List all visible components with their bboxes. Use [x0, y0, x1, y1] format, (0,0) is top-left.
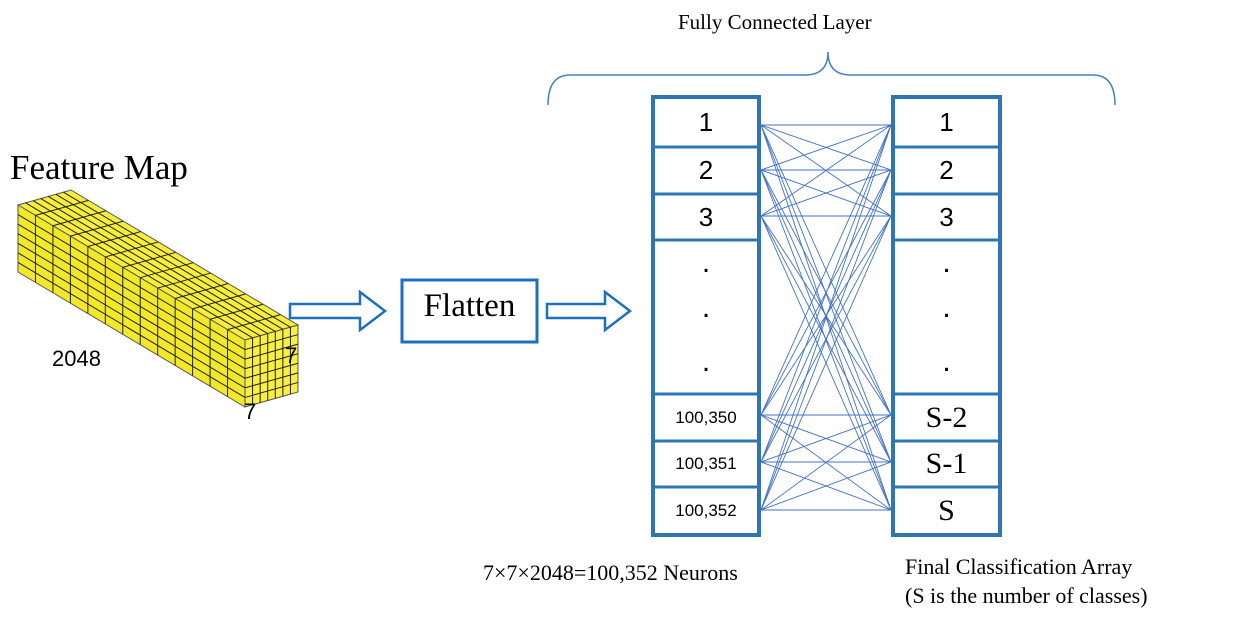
connection-line — [760, 169, 892, 511]
cube-grid-line — [40, 198, 268, 335]
input-cell-9: 100,352 — [675, 501, 737, 520]
input-cell-4: . — [701, 245, 711, 279]
cube-grid-line — [17, 223, 246, 360]
cube-grid-line — [35, 199, 89, 216]
flatten-label: Flatten — [423, 288, 516, 324]
cube-grid-line — [157, 272, 211, 289]
input-layer — [651, 95, 761, 537]
input-cell-6: . — [701, 345, 711, 378]
input-layer-caption: 7×7×2048=100,352 Neurons — [483, 560, 738, 585]
output-cell-5: . — [942, 290, 951, 324]
cube-grid-line — [55, 193, 284, 330]
cube-grid — [17, 191, 299, 405]
cube-grid-line — [244, 334, 299, 351]
connections — [760, 124, 892, 511]
input-cell-5: . — [701, 290, 711, 324]
output-cell-7: S-2 — [925, 400, 968, 434]
height-label: 7 — [285, 343, 298, 368]
cube-grid-line — [227, 314, 281, 331]
connection-line — [760, 124, 892, 416]
cube-grid-line — [63, 191, 291, 328]
cube-grid-line — [192, 293, 246, 310]
connection-line — [760, 124, 892, 463]
connection-line — [760, 124, 892, 217]
arrow-to-input-layer — [545, 289, 633, 333]
layer-brace — [547, 51, 1116, 106]
arrow-to-flatten — [288, 289, 388, 333]
cube-grid-line — [244, 353, 299, 370]
feature-map-label: Feature Map — [10, 148, 188, 187]
depth-label: 2048 — [52, 346, 101, 371]
cube-grid-line — [105, 241, 159, 258]
output-cell-8: S-1 — [925, 447, 968, 480]
connection-line — [760, 414, 892, 511]
output-cell-2: 2 — [939, 155, 954, 185]
output-cell-6: . — [942, 345, 951, 378]
output-caption-line2: (S is the number of classes) — [905, 583, 1148, 608]
output-cell-4: . — [942, 245, 951, 279]
cube-grid-line — [17, 252, 246, 389]
cube-grid-line — [48, 195, 276, 332]
input-cell-2: 2 — [698, 155, 714, 185]
input-cell-1: 1 — [698, 106, 714, 137]
input-cell-7: 100,350 — [675, 407, 737, 427]
flatten-box — [400, 278, 539, 344]
connection-line — [760, 169, 892, 217]
input-cell-8: 100,351 — [675, 454, 737, 473]
connection-line — [760, 169, 892, 463]
cube-grid-line — [17, 261, 246, 398]
cube-grid-line — [87, 231, 141, 248]
connection-line — [760, 215, 892, 511]
output-cell-9: S — [938, 494, 955, 527]
cube-grid-line — [140, 262, 194, 279]
cube-grid-line — [17, 242, 246, 379]
output-layer — [891, 95, 1002, 537]
diagram-title: Fully Connected Layer — [678, 10, 872, 34]
cube-grid-line — [244, 372, 299, 389]
layer-border — [651, 95, 761, 537]
feature-map-cube — [16, 189, 300, 408]
cube-grid-line — [122, 251, 176, 268]
cube-grid-line — [175, 282, 229, 299]
connection-line — [760, 124, 892, 511]
layer-border — [891, 95, 1002, 537]
cube-grid-line — [244, 362, 299, 379]
cube-grid-line — [52, 210, 107, 227]
output-cell-1: 1 — [939, 106, 954, 137]
output-cell-3: 3 — [939, 201, 954, 232]
output-caption-line1: Final Classification Array — [905, 554, 1133, 579]
cube-grid-line — [244, 343, 299, 360]
width-label: 7 — [244, 399, 257, 424]
cube-grid-line — [209, 303, 264, 320]
connection-line — [760, 461, 892, 511]
cube-grid-line — [17, 233, 246, 370]
connection-line — [760, 124, 892, 171]
cube-grid-line — [25, 202, 253, 339]
cube-grid-line — [17, 214, 246, 351]
cube-grid-line — [70, 220, 124, 237]
input-cell-3: 3 — [698, 201, 714, 232]
cube-grid-line — [244, 381, 299, 398]
cube-grid-line — [32, 200, 261, 337]
